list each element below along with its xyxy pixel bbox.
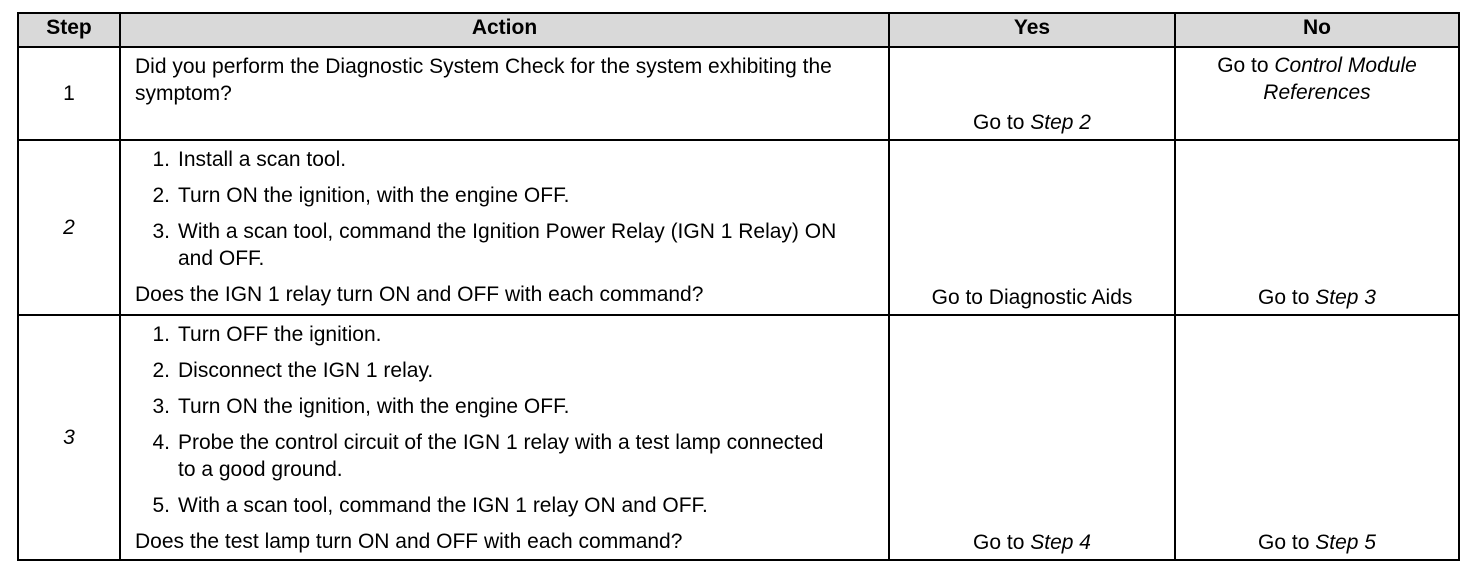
action-step-number: 3. xyxy=(152,220,170,243)
table-row: 2 1. Install a scan tool. 2. Turn ON the… xyxy=(17,139,1460,316)
action-step-text: Disconnect the IGN 1 relay. xyxy=(178,359,434,382)
step-cell: 1 xyxy=(17,46,121,141)
action-step-text: With a scan tool, command the Ignition P… xyxy=(178,220,837,270)
action-step-text: With a scan tool, command the IGN 1 rela… xyxy=(178,494,708,517)
action-steps-list: 1. Turn OFF the ignition. 2. Disconnect … xyxy=(135,321,878,519)
table-row: 1 Did you perform the Diagnostic System … xyxy=(17,46,1460,141)
action-step-text: Turn ON the ignition, with the engine OF… xyxy=(178,395,570,418)
no-cell: Go to Step 5 xyxy=(1174,314,1460,561)
action-question: Did you perform the Diagnostic System Ch… xyxy=(135,55,832,105)
header-yes: Yes xyxy=(888,12,1176,48)
header-step: Step xyxy=(17,12,121,48)
action-step: 1. Turn OFF the ignition. xyxy=(135,321,878,348)
yes-prefix: Go to xyxy=(973,111,1031,134)
action-question: Does the IGN 1 relay turn ON and OFF wit… xyxy=(135,283,704,306)
no-reference-link[interactable]: Control Module References xyxy=(1263,54,1417,104)
table-header-row: Step Action Yes No xyxy=(17,12,1460,48)
yes-cell: Go to Diagnostic Aids xyxy=(888,139,1176,316)
action-step: 4. Probe the control circuit of the IGN … xyxy=(135,429,878,483)
yes-cell: Go to Step 2 xyxy=(888,46,1176,141)
action-step-text: Turn ON the ignition, with the engine OF… xyxy=(178,184,570,207)
no-step-link[interactable]: Step 3 xyxy=(1315,286,1376,309)
yes-link[interactable]: Go to Diagnostic Aids xyxy=(931,286,1133,309)
no-prefix: Go to xyxy=(1217,54,1275,77)
action-step: 3. With a scan tool, command the Ignitio… xyxy=(135,218,878,272)
step-number: 3 xyxy=(63,426,75,449)
step-number: 1 xyxy=(63,82,75,105)
action-step-number: 1. xyxy=(152,323,170,346)
yes-cell: Go to Step 4 xyxy=(888,314,1176,561)
action-step: 2. Turn ON the ignition, with the engine… xyxy=(135,182,878,209)
step-cell: 3 xyxy=(17,314,121,561)
action-cell: Did you perform the Diagnostic System Ch… xyxy=(119,46,890,141)
action-step-number: 2. xyxy=(152,359,170,382)
no-cell: Go to Step 3 xyxy=(1174,139,1460,316)
action-step-text: Turn OFF the ignition. xyxy=(178,323,382,346)
diagnostic-table: Step Action Yes No 1 Did you perform the… xyxy=(17,12,1460,561)
step-cell: 2 xyxy=(17,139,121,316)
step-number: 2 xyxy=(63,216,75,239)
no-step-link[interactable]: Step 5 xyxy=(1315,531,1376,554)
action-step-text: Install a scan tool. xyxy=(178,148,347,171)
action-step: 5. With a scan tool, command the IGN 1 r… xyxy=(135,492,878,519)
action-step-number: 3. xyxy=(152,395,170,418)
no-prefix: Go to xyxy=(1258,286,1316,309)
no-prefix: Go to xyxy=(1258,531,1316,554)
header-no: No xyxy=(1174,12,1460,48)
table-row: 3 1. Turn OFF the ignition. 2. Disconnec… xyxy=(17,314,1460,561)
action-cell: 1. Turn OFF the ignition. 2. Disconnect … xyxy=(119,314,890,561)
yes-step-link[interactable]: Step 2 xyxy=(1030,111,1091,134)
action-steps-list: 1. Install a scan tool. 2. Turn ON the i… xyxy=(135,146,878,272)
action-step-number: 5. xyxy=(152,494,170,517)
action-step: 1. Install a scan tool. xyxy=(135,146,878,173)
yes-step-link[interactable]: Step 4 xyxy=(1030,531,1091,554)
action-step: 2. Disconnect the IGN 1 relay. xyxy=(135,357,878,384)
action-step: 3. Turn ON the ignition, with the engine… xyxy=(135,393,878,420)
yes-prefix: Go to xyxy=(973,531,1031,554)
no-cell: Go to Control Module References xyxy=(1174,46,1460,141)
action-cell: 1. Install a scan tool. 2. Turn ON the i… xyxy=(119,139,890,316)
action-step-number: 4. xyxy=(152,431,170,454)
action-step-text: Probe the control circuit of the IGN 1 r… xyxy=(178,431,824,481)
header-action: Action xyxy=(119,12,890,48)
action-step-number: 2. xyxy=(152,184,170,207)
action-question: Does the test lamp turn ON and OFF with … xyxy=(135,530,683,553)
action-step-number: 1. xyxy=(152,148,170,171)
